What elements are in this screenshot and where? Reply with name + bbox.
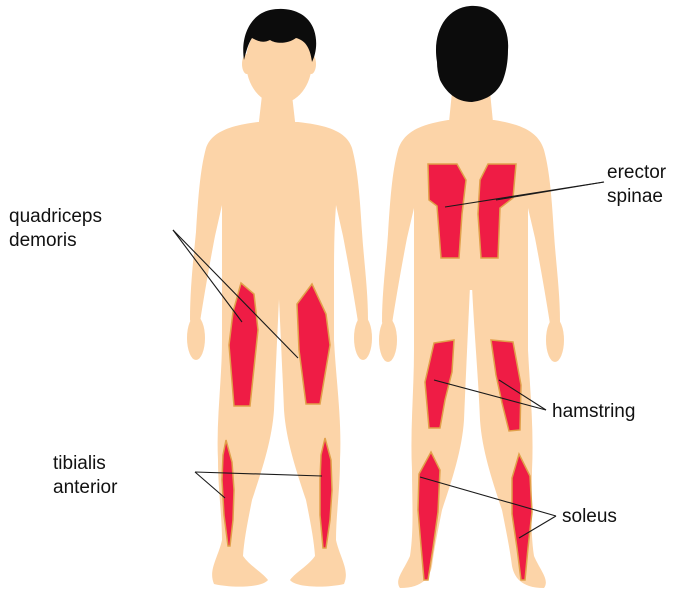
front-left-hand bbox=[187, 316, 205, 360]
front-body-figure bbox=[187, 9, 372, 587]
label-tibialis: tibialis anterior bbox=[53, 452, 117, 500]
label-erector-spinae: erector spinae bbox=[607, 161, 666, 209]
label-erector-line-1: erector bbox=[607, 161, 666, 185]
front-left-ear bbox=[242, 54, 252, 74]
back-left-hand bbox=[379, 318, 397, 362]
back-hair bbox=[436, 6, 508, 102]
back-body-figure bbox=[379, 6, 564, 588]
label-quadriceps: quadriceps demoris bbox=[9, 205, 102, 253]
label-tibialis-line-2: anterior bbox=[53, 476, 117, 500]
label-quadriceps-line-1: quadriceps bbox=[9, 205, 102, 229]
front-right-ear bbox=[306, 54, 316, 74]
back-right-leg bbox=[472, 286, 546, 588]
label-quadriceps-line-2: demoris bbox=[9, 229, 102, 253]
label-hamstring: hamstring bbox=[552, 400, 635, 424]
label-soleus-text: soleus bbox=[562, 506, 617, 527]
label-erector-line-2: spinae bbox=[607, 185, 666, 209]
label-hamstring-text: hamstring bbox=[552, 401, 635, 422]
label-soleus: soleus bbox=[562, 505, 617, 529]
back-torso bbox=[382, 120, 560, 328]
back-right-hand bbox=[546, 318, 564, 362]
front-right-hand bbox=[354, 316, 372, 360]
label-tibialis-line-1: tibialis bbox=[53, 452, 117, 476]
